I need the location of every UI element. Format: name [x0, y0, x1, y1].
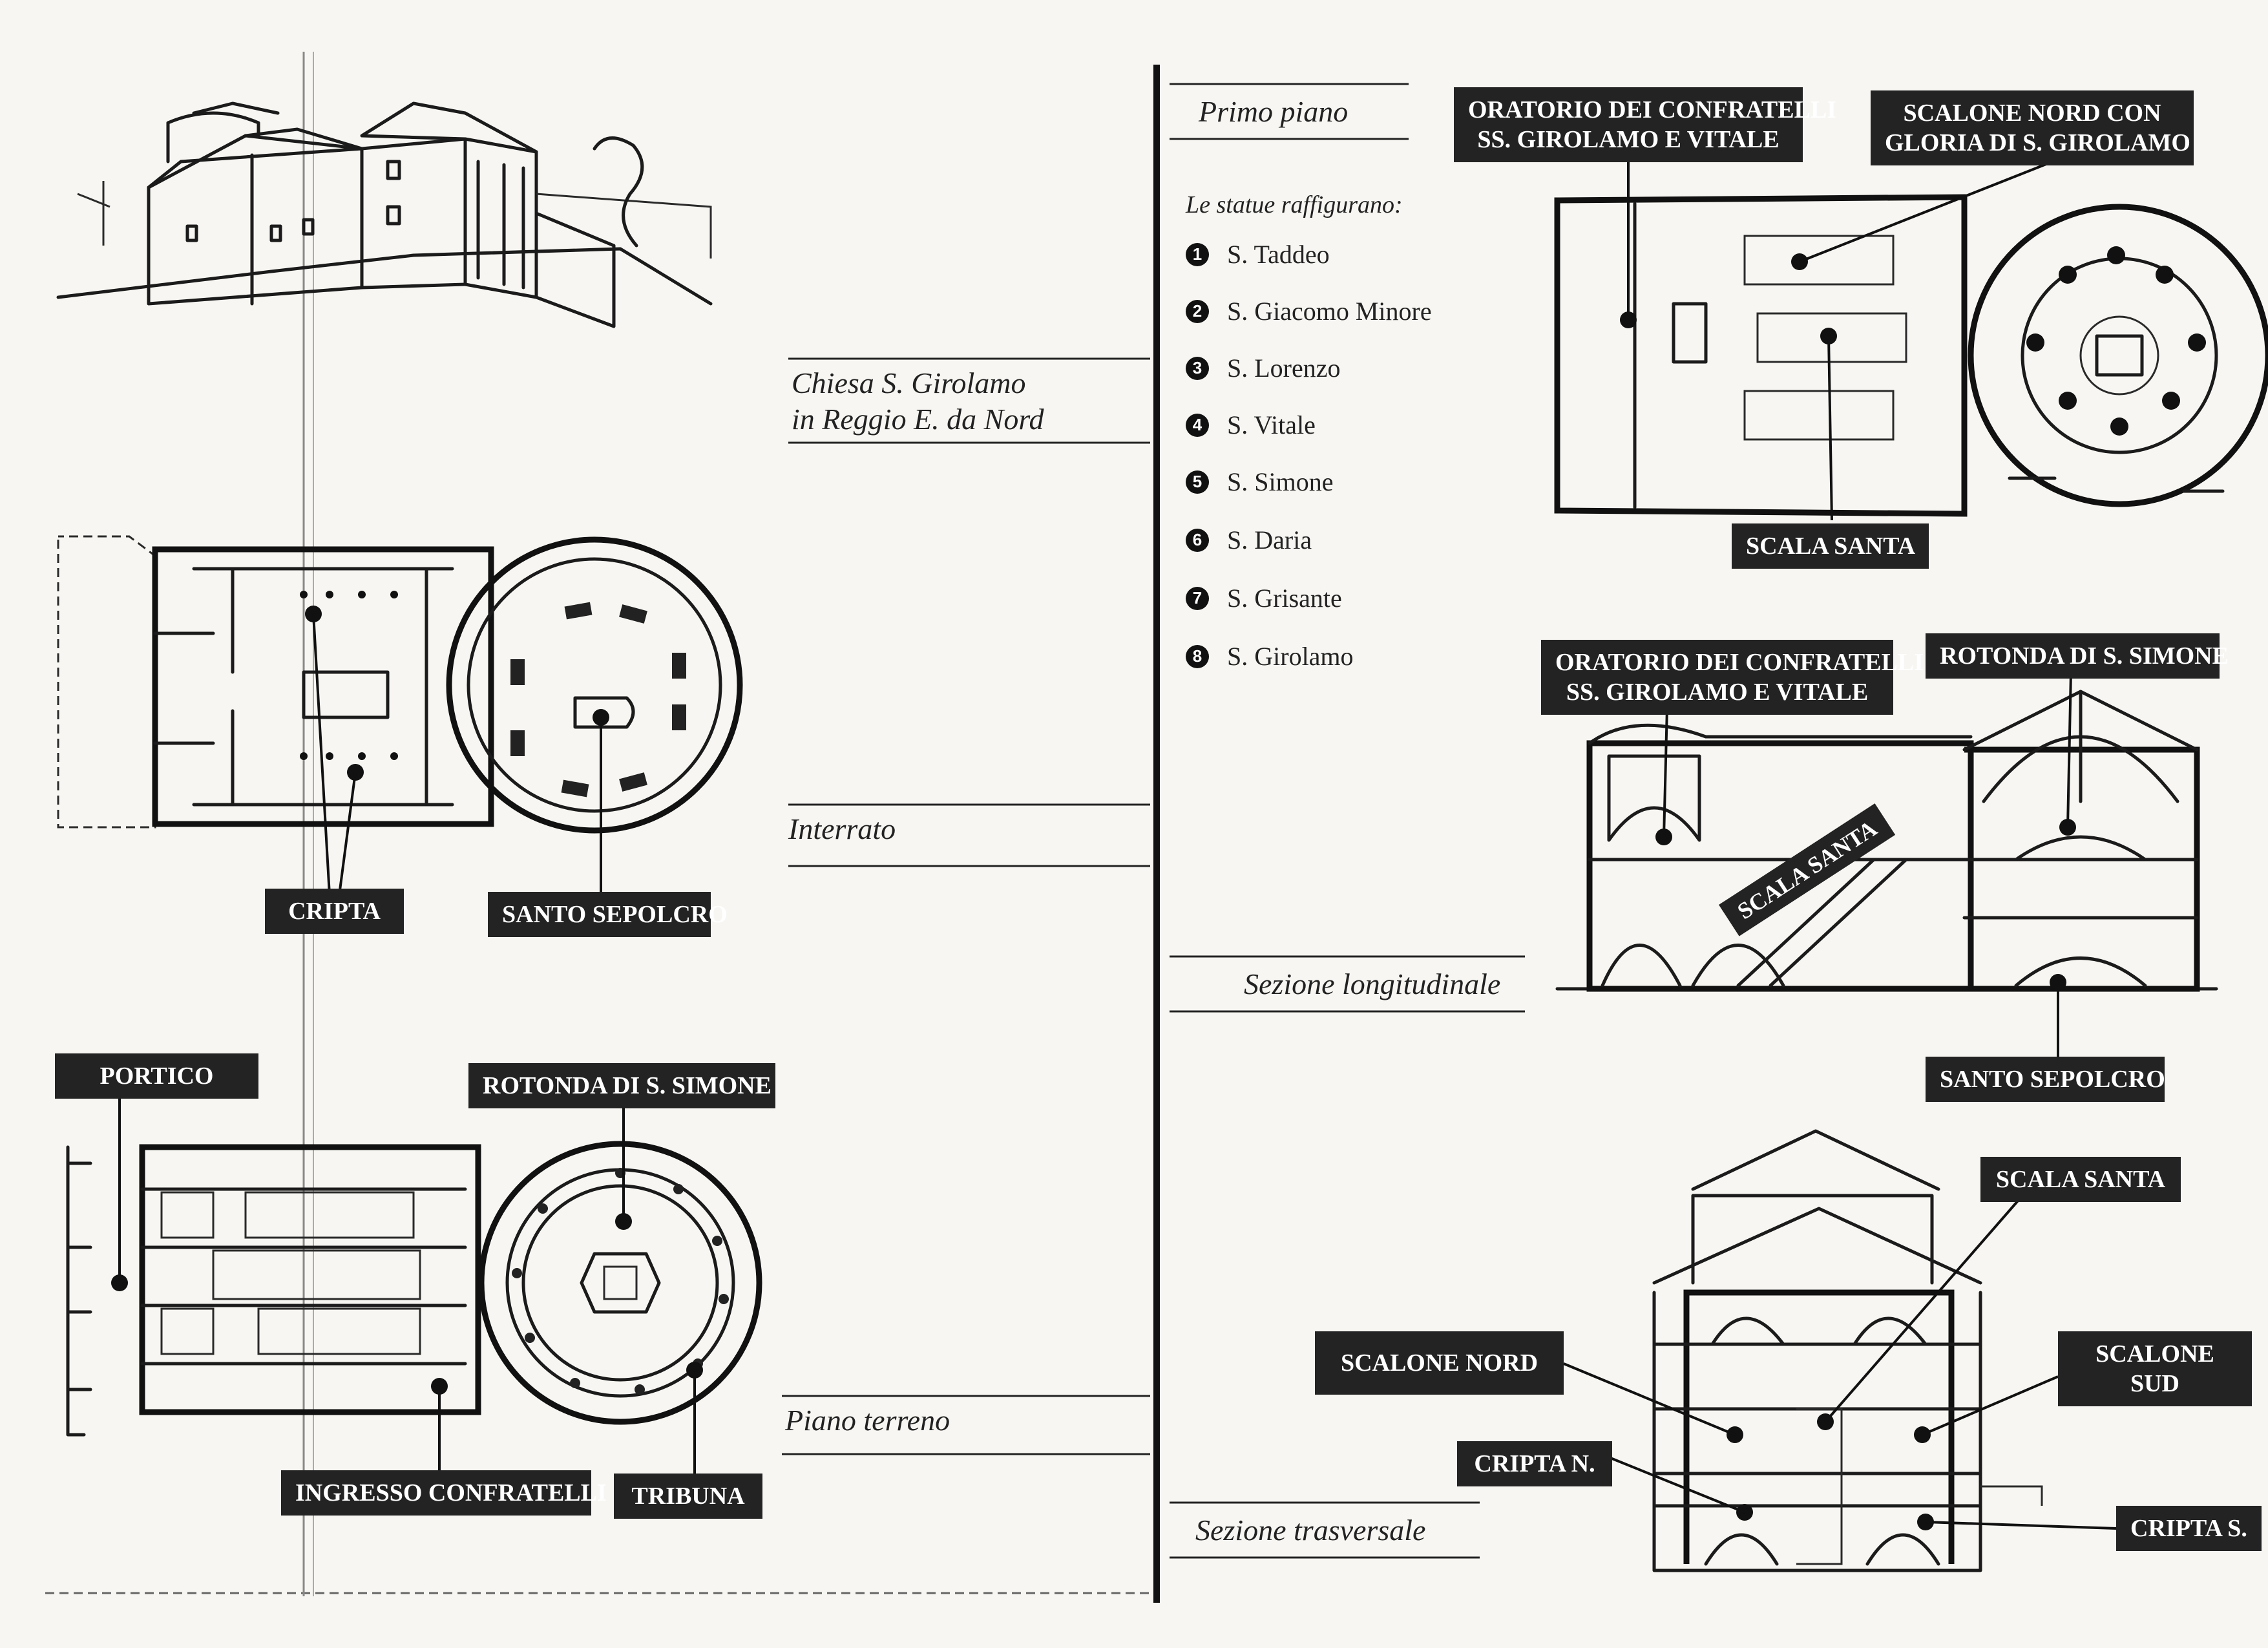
- label-cripta-s: CRIPTA S.: [2116, 1506, 2262, 1551]
- caption-sezione-longitudinale: Sezione longitudinale: [1244, 967, 1501, 1000]
- label-oratorio-first-floor: ORATORIO DEI CONFRATELLI SS. GIROLAMO E …: [1454, 87, 1837, 162]
- label-line: SS. GIROLAMO E VITALE: [1477, 126, 1780, 153]
- ground-floor-plan: [66, 1092, 762, 1474]
- church-exterior-sketch: [56, 101, 713, 328]
- legend-label: S. Grisante: [1227, 584, 1342, 613]
- legend-number: 8: [1186, 644, 1209, 668]
- label-scalone-sud: SCALONE SUD: [2058, 1331, 2252, 1406]
- caption-chiesa-line2: in Reggio E. da Nord: [792, 403, 1044, 436]
- label-tribuna: TRIBUNA: [614, 1474, 762, 1519]
- label-line: SCALONE: [2095, 1340, 2214, 1368]
- label-line: ORATORIO DEI CONFRATELLI: [1468, 96, 1837, 123]
- label-rotonda-section: ROTONDA DI S. SIMONE: [1926, 633, 2229, 679]
- label-line: ORATORIO DEI CONFRATELLI: [1555, 649, 1924, 676]
- caption-sezione-trasversale: Sezione trasversale: [1195, 1514, 1426, 1547]
- legend-number: 1: [1186, 242, 1209, 266]
- caption-rules: [782, 83, 1525, 1559]
- label-cripta-n: CRIPTA N.: [1457, 1441, 1612, 1486]
- label-scalone-nord: SCALONE NORD: [1315, 1331, 1564, 1395]
- label-rotonda-ground: ROTONDA DI S. SIMONE: [468, 1063, 775, 1108]
- legend-label: S. Simone: [1227, 467, 1334, 496]
- label-ingresso-confratelli: INGRESSO CONFRATELLI: [281, 1470, 607, 1516]
- legend-item: 5 S. Simone: [1186, 467, 1333, 497]
- legend-item: 8 S. Girolamo: [1186, 641, 1354, 671]
- legend-number: 7: [1186, 586, 1209, 610]
- legend-item: 2 S. Giacomo Minore: [1186, 296, 1432, 326]
- legend-item: 7 S. Grisante: [1186, 583, 1342, 613]
- label-santo-sepolcro: SANTO SEPOLCRO: [488, 892, 728, 937]
- legend-number: 3: [1186, 356, 1209, 380]
- label-scala-santa-first-floor: SCALA SANTA: [1732, 523, 1929, 569]
- legend-item: 4 S. Vitale: [1186, 410, 1316, 440]
- legend-label: S. Taddeo: [1227, 240, 1330, 269]
- legend-number: 6: [1186, 528, 1209, 552]
- legend-number: 5: [1186, 470, 1209, 494]
- legend-item: 6 S. Daria: [1186, 525, 1312, 555]
- caption-piano-terreno: Piano terreno: [785, 1404, 950, 1437]
- label-santo-sepolcro-section: SANTO SEPOLCRO: [1926, 1057, 2165, 1102]
- legend-label: S. Daria: [1227, 525, 1312, 555]
- caption-interrato: Interrato: [788, 812, 896, 845]
- label-portico: PORTICO: [55, 1053, 258, 1099]
- longitudinal-section: [1555, 671, 2218, 1057]
- legend-number: 4: [1186, 413, 1209, 437]
- legend-title: Le statue raffigurano:: [1186, 191, 1403, 218]
- label-scalone-nord-gloria: SCALONE NORD CON GLORIA DI S. GIROLAMO: [1871, 90, 2194, 165]
- label-line: SCALONE NORD CON: [1903, 100, 2161, 127]
- legend-label: S. Lorenzo: [1227, 354, 1341, 383]
- label-cripta: CRIPTA: [265, 889, 404, 934]
- legend-item: 3 S. Lorenzo: [1186, 353, 1341, 383]
- legend-label: S. Vitale: [1227, 410, 1316, 439]
- transverse-section: [1563, 1129, 2117, 1572]
- label-oratorio-section: ORATORIO DEI CONFRATELLI SS. GIROLAMO E …: [1541, 640, 1924, 715]
- first-floor-plan: [1554, 144, 2268, 521]
- caption-primo-piano: Primo piano: [1199, 95, 1349, 128]
- label-line: SS. GIROLAMO E VITALE: [1566, 679, 1869, 706]
- basement-plan: [57, 535, 743, 898]
- label-line: GLORIA DI S. GIROLAMO: [1885, 129, 2190, 156]
- legend-label: S. Giacomo Minore: [1227, 297, 1432, 326]
- label-scala-santa-transverse: SCALA SANTA: [1980, 1157, 2181, 1202]
- legend-number: 2: [1186, 299, 1209, 323]
- legend-label: S. Girolamo: [1227, 642, 1354, 671]
- caption-chiesa: Chiesa S. Girolamo in Reggio E. da Nord: [792, 365, 1044, 438]
- label-line: SUD: [2130, 1370, 2180, 1397]
- legend-item: 1 S. Taddeo: [1186, 239, 1330, 269]
- caption-chiesa-line1: Chiesa S. Girolamo: [792, 366, 1026, 399]
